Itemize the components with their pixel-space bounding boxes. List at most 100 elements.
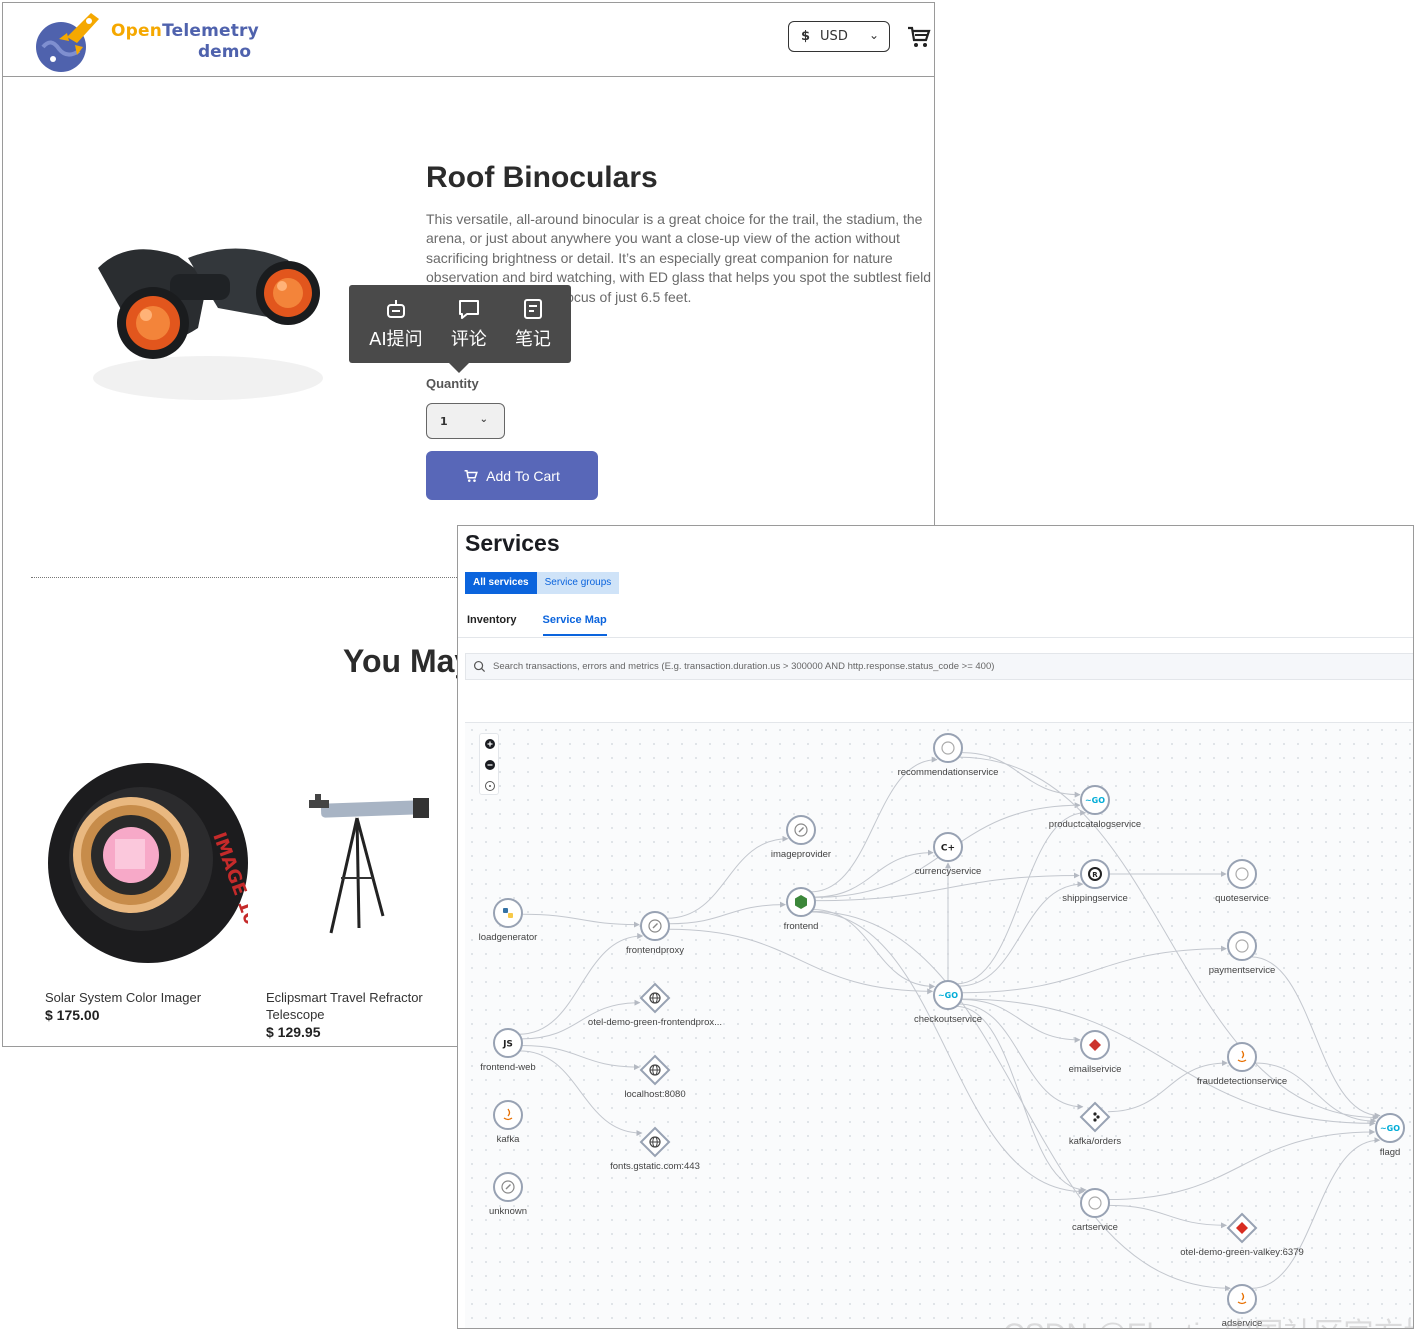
service-node-frontend[interactable]: frontend	[784, 887, 819, 932]
edges	[518, 752, 1381, 1292]
zoom-in-icon[interactable]	[485, 739, 495, 749]
recommendation-name[interactable]: Solar System Color Imager	[45, 990, 202, 1005]
service-edge	[961, 998, 1376, 1127]
service-edge	[1108, 1204, 1227, 1229]
service-edge	[668, 928, 934, 995]
service-node-unknown[interactable]: unknown	[489, 1172, 527, 1217]
service-edge	[958, 1003, 1084, 1110]
service-node-label: checkoutservice	[914, 1014, 982, 1025]
recommendation-name[interactable]: Eclipsmart Travel Refractor Telescope	[266, 989, 423, 1023]
service-edge	[961, 999, 1081, 1043]
service-node-label: paymentservice	[1209, 965, 1276, 976]
service-node-emailservice[interactable]: emailservice	[1069, 1030, 1122, 1075]
ai-ask-button[interactable]: AI提问	[369, 297, 423, 351]
comment-icon	[458, 300, 479, 319]
services-window: Services All services Service groups Inv…	[457, 525, 1414, 1329]
recommendation-image[interactable]	[301, 788, 437, 938]
product-image	[93, 248, 323, 400]
section-divider	[31, 577, 461, 578]
service-node-label: frontend	[784, 921, 819, 932]
comment-label: 评论	[450, 329, 487, 350]
center-map-icon[interactable]	[485, 781, 495, 791]
circle-icon	[1088, 1196, 1102, 1210]
service-edge	[666, 835, 789, 919]
recommendations-heading: You May	[343, 643, 473, 679]
service-edge	[810, 756, 938, 893]
redis-icon	[1236, 1222, 1248, 1234]
service-node-kafka-orders[interactable]: kafka/orders	[1069, 1101, 1122, 1147]
opentelemetry-logo-icon[interactable]	[29, 7, 105, 73]
note-label: 笔记	[514, 329, 551, 350]
service-node-recommendationservice[interactable]: recommendationservice	[898, 733, 999, 778]
service-edge	[519, 1050, 643, 1137]
add-to-cart-button[interactable]: Add To Cart	[426, 451, 598, 500]
service-edge	[961, 752, 1081, 798]
recommendation-image[interactable]: IMAGE 10	[43, 755, 248, 967]
service-node-valkey[interactable]: otel-demo-green-valkey:6379	[1180, 1212, 1304, 1258]
service-node-label: kafka	[497, 1134, 520, 1145]
currency-select[interactable]: $ USD ⌄	[788, 21, 890, 52]
zoom-out-icon[interactable]	[485, 760, 495, 770]
service-node-label: loadgenerator	[479, 932, 538, 943]
service-node-label: frontend-web	[480, 1062, 535, 1073]
shop-header: OpenTelemetry demo $ USD ⌄	[3, 3, 934, 77]
service-edge	[814, 872, 1080, 902]
service-node-label: otel-demo-green-frontendprox...	[588, 1017, 722, 1028]
globe-icon	[649, 992, 661, 1004]
note-button[interactable]: 笔记	[515, 297, 551, 351]
service-node-label: otel-demo-green-valkey:6379	[1180, 1247, 1304, 1258]
service-edge	[518, 932, 644, 1035]
service-node-label: frauddetectionservice	[1197, 1076, 1287, 1087]
service-node-cartservice[interactable]: cartservice	[1072, 1188, 1118, 1233]
add-to-cart-label: Add To Cart	[486, 467, 560, 484]
service-graph: recommendationservice ~GOproductcatalogse…	[479, 733, 1405, 1329]
service-node-otel-demo-green-frontendproxy[interactable]: otel-demo-green-frontendprox...	[588, 982, 722, 1028]
logo-subtext: demo	[198, 42, 252, 62]
watermark: CSDN @Elastic 中国社区官方博客	[1003, 1309, 1413, 1328]
service-edge	[958, 881, 1084, 987]
service-node-currencyservice[interactable]: C+currencyservice	[915, 832, 982, 877]
cart-icon[interactable]	[907, 25, 931, 49]
quantity-select[interactable]: 1 ⌄	[426, 403, 505, 439]
search-input[interactable]: Search transactions, errors and metrics …	[465, 653, 1413, 680]
recommendation-name-line: Telescope	[266, 1007, 325, 1022]
service-node-paymentservice[interactable]: paymentservice	[1209, 931, 1276, 976]
service-node-fonts[interactable]: fonts.gstatic.com:443	[610, 1126, 700, 1172]
globe-icon	[649, 1064, 661, 1076]
tab-service-map[interactable]: Service Map	[542, 614, 607, 636]
service-node-label: productcatalogservice	[1049, 819, 1141, 830]
service-node-label: recommendationservice	[898, 767, 999, 778]
service-node-label: fonts.gstatic.com:443	[610, 1161, 700, 1172]
kafka-icon	[1093, 1112, 1100, 1122]
tabs-divider	[458, 637, 1413, 638]
note-icon	[523, 299, 542, 319]
service-node-imageprovider[interactable]: imageprovider	[771, 815, 831, 860]
service-node-loadgenerator[interactable]: loadgenerator	[479, 898, 538, 943]
group-tabs: All services Service groups	[465, 572, 620, 594]
service-node-frontendproxy[interactable]: frontendproxy	[626, 911, 684, 956]
svg-text:C+: C+	[941, 844, 955, 854]
service-node-kafka[interactable]: kafka	[493, 1100, 523, 1145]
robot-icon	[386, 300, 405, 318]
service-node-frauddetectionservice[interactable]: frauddetectionservice	[1197, 1042, 1287, 1087]
service-node-adservice[interactable]: adservice	[1222, 1284, 1263, 1329]
service-node-localhost[interactable]: localhost:8080	[624, 1054, 686, 1100]
globe-icon	[649, 1136, 661, 1148]
service-node-quoteservice[interactable]: quoteservice	[1215, 859, 1269, 904]
tab-all-services[interactable]: All services	[465, 572, 537, 594]
compass-icon	[794, 823, 808, 837]
tab-service-groups[interactable]: Service groups	[536, 572, 620, 594]
service-node-label: emailservice	[1069, 1064, 1122, 1075]
service-node-label: kafka/orders	[1069, 1136, 1122, 1147]
service-node-label: imageprovider	[771, 849, 831, 860]
service-edge	[521, 999, 641, 1040]
tab-inventory[interactable]: Inventory	[467, 614, 517, 626]
comment-button[interactable]: 评论	[451, 297, 487, 351]
service-edge	[811, 910, 1231, 1292]
